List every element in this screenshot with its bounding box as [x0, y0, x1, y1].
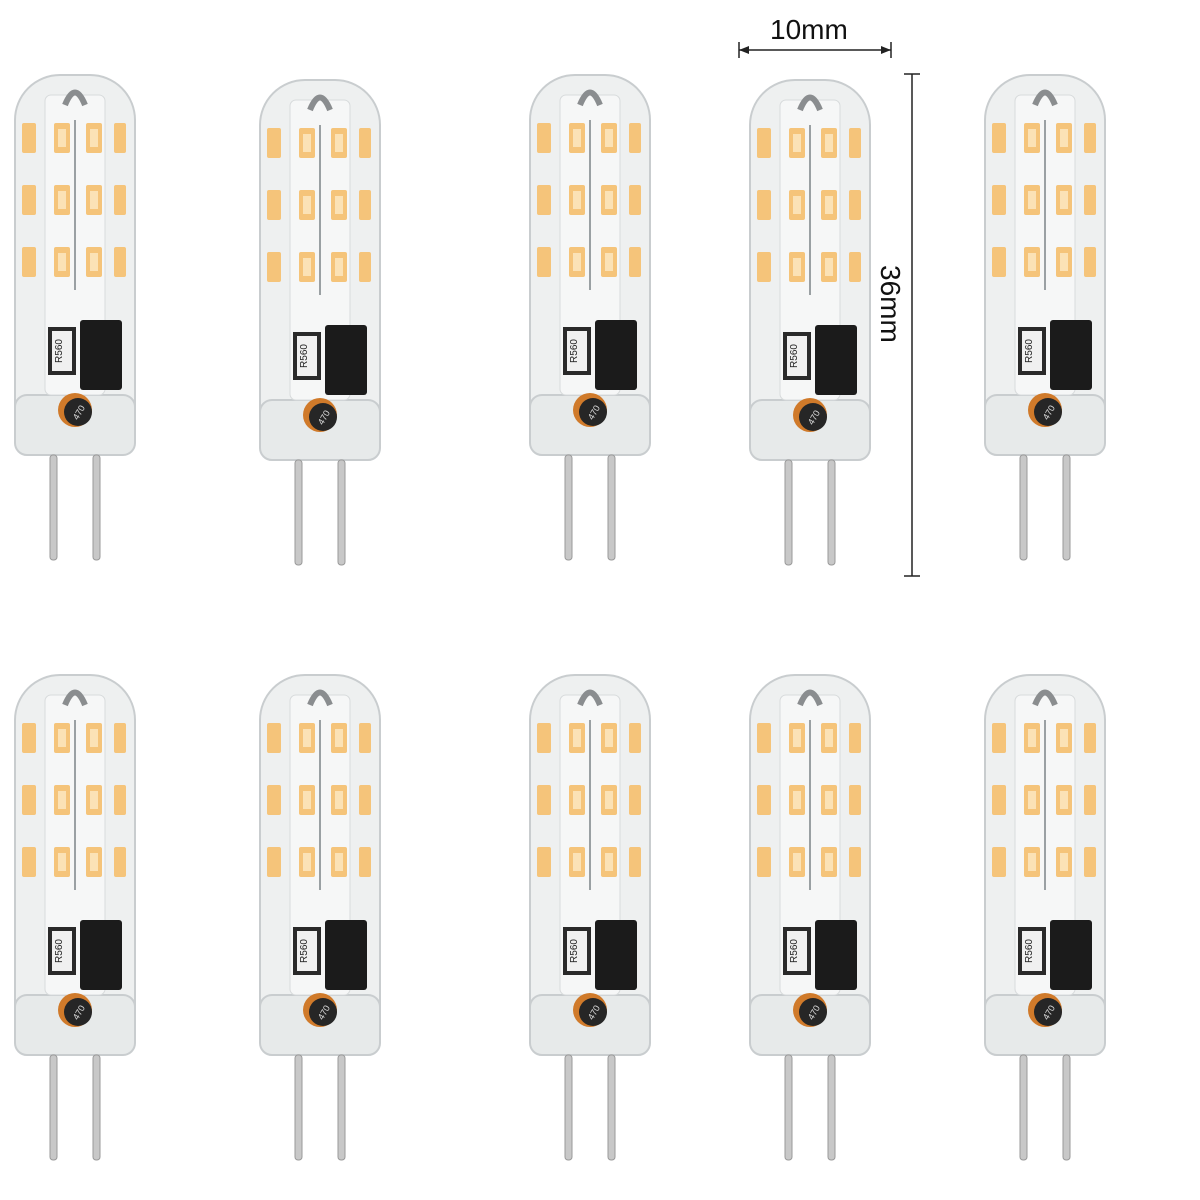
pin-left: [564, 454, 573, 561]
pin-right: [337, 459, 346, 566]
g4-led-bulb-2: R560 470: [245, 70, 395, 570]
pin-right: [1062, 1054, 1071, 1161]
resistor-marking: R560: [299, 939, 310, 963]
led-chips: [267, 723, 371, 877]
pin-left: [784, 1054, 793, 1161]
inductor-component: [309, 403, 337, 431]
g4-led-bulb-10: R560 470: [970, 665, 1120, 1165]
pin-right: [92, 454, 101, 561]
led-chips: [267, 128, 371, 282]
resistor-marking: R560: [54, 339, 65, 363]
led-chips: [992, 723, 1096, 877]
pin-left: [1019, 454, 1028, 561]
inductor-component: [799, 998, 827, 1026]
led-chips: [537, 123, 641, 277]
g4-led-bulb-9: R560 470: [735, 665, 885, 1165]
g4-led-bulb-1: R560 470: [0, 65, 150, 565]
pin-right: [607, 454, 616, 561]
rectifier-chip: [595, 920, 637, 990]
pin-right: [827, 1054, 836, 1161]
bulb-illustration: R560 470: [529, 74, 651, 561]
bulb-illustration: R560 470: [529, 674, 651, 1161]
rectifier-chip: [1050, 320, 1092, 390]
inductor-component: [579, 998, 607, 1026]
led-chips: [757, 723, 861, 877]
g4-led-bulb-3: R560 470: [515, 65, 665, 565]
pin-left: [49, 1054, 58, 1161]
rectifier-chip: [325, 920, 367, 990]
bulb-illustration: R560 470: [984, 74, 1106, 561]
g4-led-bulb-4: R560 470: [735, 70, 885, 570]
bulb-illustration: R560 470: [259, 79, 381, 566]
resistor-marking: R560: [789, 939, 800, 963]
pin-left: [294, 459, 303, 566]
bulb-illustration: R560 470: [749, 79, 871, 566]
pin-right: [607, 1054, 616, 1161]
g4-led-bulb-6: R560 470: [0, 665, 150, 1165]
bulb-illustration: R560 470: [984, 674, 1106, 1161]
rectifier-chip: [325, 325, 367, 395]
rectifier-chip: [80, 320, 122, 390]
resistor-marking: R560: [1024, 939, 1035, 963]
pin-right: [337, 1054, 346, 1161]
led-chips: [22, 723, 126, 877]
rectifier-chip: [815, 325, 857, 395]
inductor-component: [799, 403, 827, 431]
width-dimension-line: [738, 42, 892, 58]
g4-led-bulb-7: R560 470: [245, 665, 395, 1165]
pin-right: [827, 459, 836, 566]
inductor-component: [309, 998, 337, 1026]
resistor-marking: R560: [299, 344, 310, 368]
inductor-component: [579, 398, 607, 426]
resistor-marking: R560: [1024, 339, 1035, 363]
pin-right: [1062, 454, 1071, 561]
bulb-illustration: R560 470: [749, 674, 871, 1161]
inductor-component: [64, 398, 92, 426]
bulb-illustration: R560 470: [14, 74, 136, 561]
pin-left: [784, 459, 793, 566]
pin-left: [1019, 1054, 1028, 1161]
bulb-illustration: R560 470: [14, 674, 136, 1161]
led-chips: [537, 723, 641, 877]
rectifier-chip: [815, 920, 857, 990]
bulb-illustration: R560 470: [259, 674, 381, 1161]
led-chips: [992, 123, 1096, 277]
width-dimension-label: 10mm: [770, 14, 848, 45]
rectifier-chip: [595, 320, 637, 390]
inductor-component: [1034, 998, 1062, 1026]
pin-right: [92, 1054, 101, 1161]
g4-led-bulb-8: R560 470: [515, 665, 665, 1165]
led-chips: [22, 123, 126, 277]
resistor-marking: R560: [569, 339, 580, 363]
height-dimension-line: [904, 73, 920, 577]
resistor-marking: R560: [569, 939, 580, 963]
pin-left: [49, 454, 58, 561]
inductor-component: [64, 998, 92, 1026]
rectifier-chip: [80, 920, 122, 990]
led-chips: [757, 128, 861, 282]
rectifier-chip: [1050, 920, 1092, 990]
pin-left: [564, 1054, 573, 1161]
resistor-marking: R560: [54, 939, 65, 963]
pin-left: [294, 1054, 303, 1161]
g4-led-bulb-5: R560 470: [970, 65, 1120, 565]
inductor-component: [1034, 398, 1062, 426]
resistor-marking: R560: [789, 344, 800, 368]
